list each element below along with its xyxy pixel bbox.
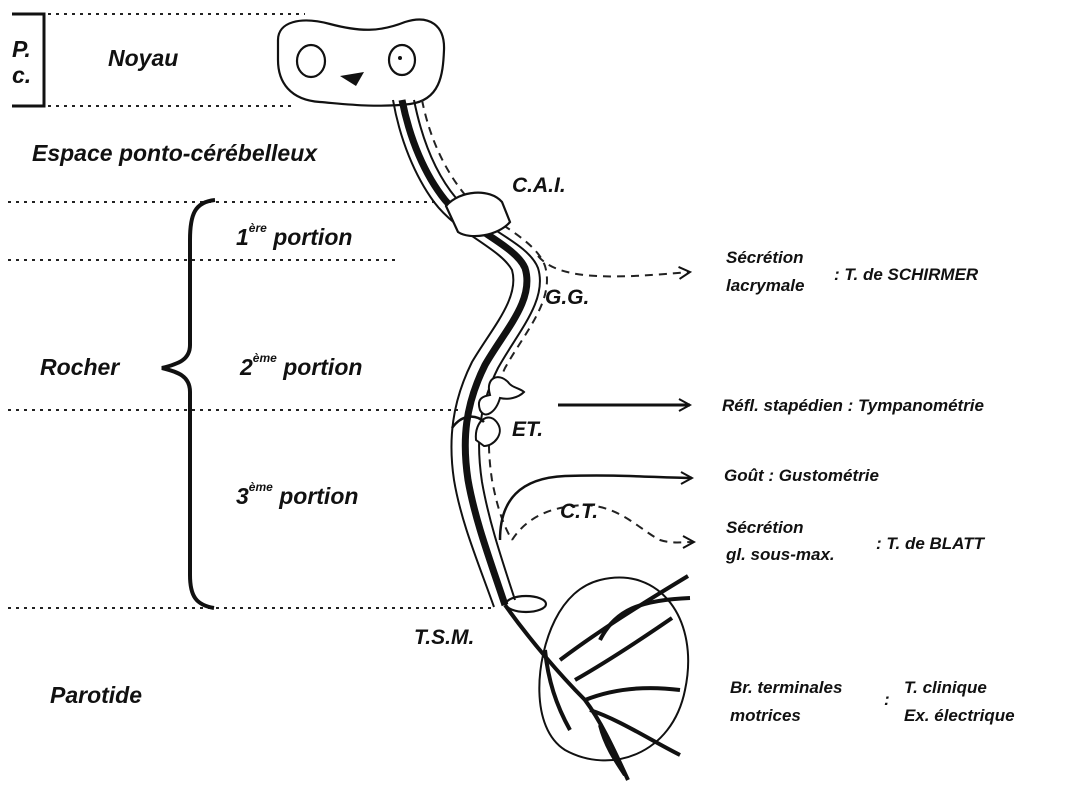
portion-3-number: 3: [236, 483, 249, 509]
gg-label: G.G.: [545, 286, 589, 310]
lacrimal-arrow: [538, 256, 690, 276]
portion-2-label: 2ème portion: [240, 354, 362, 380]
stapedius-shape: [479, 377, 524, 414]
br-terminales-line1: Br. terminales: [730, 678, 842, 698]
nucleus-left-circle: [297, 45, 325, 77]
blatt-test: : T. de BLATT: [876, 534, 984, 554]
cai-cuff: [446, 193, 510, 236]
clinique-test: T. clinique: [904, 678, 987, 698]
pc-label-line2: c.: [12, 62, 31, 88]
electrique-test: Ex. électrique: [904, 706, 1015, 726]
et-label: ET.: [512, 418, 543, 442]
cai-label: C.A.I.: [512, 174, 566, 198]
secretion-gl-line2: gl. sous-max.: [726, 545, 835, 565]
portion-1-number: 1: [236, 224, 249, 250]
rocher-label: Rocher: [40, 354, 119, 380]
pc-label-line1: P.: [12, 36, 31, 62]
portion-3-word: portion: [273, 483, 359, 509]
rocher-brace: [162, 200, 215, 608]
parotide-label: Parotide: [50, 682, 142, 708]
tsm-ring: [506, 596, 546, 612]
portion-2-sup: ème: [253, 351, 277, 365]
parotid-branches: [505, 576, 690, 780]
portion-2-number: 2: [240, 354, 253, 380]
gout-label: Goût : Gustométrie: [724, 466, 879, 486]
espace-label: Espace ponto-cérébelleux: [32, 140, 317, 166]
stapedial-reflex-label: Réfl. stapédien : Tympanométrie: [722, 396, 984, 416]
nucleus-mouth: [340, 72, 364, 86]
secretion-lacrymale-line2: lacrymale: [726, 276, 804, 296]
ct-label: C.T.: [560, 500, 598, 524]
tsm-label: T.S.M.: [414, 626, 474, 650]
portion-3-label: 3ème portion: [236, 483, 358, 509]
noyau-label: Noyau: [108, 45, 178, 71]
schirmer-test: : T. de SCHIRMER: [834, 265, 978, 285]
portion-2-word: portion: [277, 354, 363, 380]
portion-1-label: 1ère portion: [236, 224, 352, 250]
portion-3-sup: ème: [249, 480, 273, 494]
br-terminales-line2: motrices: [730, 706, 801, 726]
secretion-gl-line1: Sécrétion: [726, 518, 803, 538]
nucleus-right-circle: [389, 45, 415, 75]
secretion-lacrymale-line1: Sécrétion: [726, 248, 803, 268]
br-colon: :: [884, 690, 890, 710]
nucleus-shape: [278, 20, 444, 106]
portion-1-word: portion: [267, 224, 353, 250]
submax-arrow: [512, 505, 694, 543]
parotid-gland: [539, 578, 688, 761]
level-lines: [8, 14, 492, 608]
portion-1-sup: ère: [249, 221, 267, 235]
